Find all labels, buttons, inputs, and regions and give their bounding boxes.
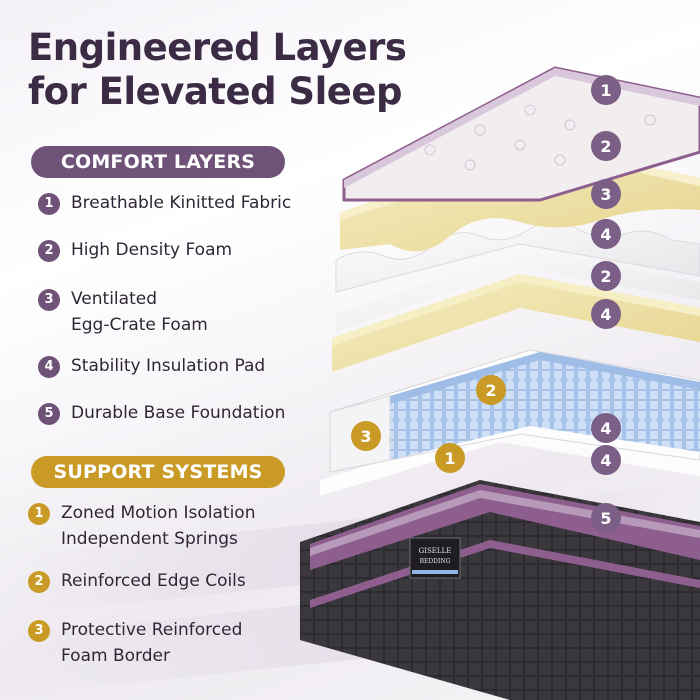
layer-number-label: 4 <box>600 419 611 438</box>
number-badge: 1 <box>28 503 50 525</box>
number-badge: 2 <box>38 240 60 262</box>
layer-number-marker <box>591 261 621 291</box>
page-title: Engineered Layers for Elevated Sleep <box>28 26 407 113</box>
number-badge: 2 <box>28 571 50 593</box>
support-item: 3 Protective Reinforced Foam Border <box>28 617 242 669</box>
layer-number-marker <box>435 443 465 473</box>
layer-number-label: 4 <box>600 451 611 470</box>
layer-number-label: 4 <box>600 225 611 244</box>
layer-number-label: 1 <box>600 81 611 100</box>
brand-text-top: GISELLE <box>419 547 452 555</box>
support-systems-heading: SUPPORT SYSTEMS <box>31 456 285 488</box>
layer-number-marker <box>591 299 621 329</box>
layer-number-marker <box>591 445 621 475</box>
number-badge: 3 <box>38 289 60 311</box>
comfort-item: 4 Stability Insulation Pad <box>38 353 265 379</box>
layer-number-label: 5 <box>600 509 611 528</box>
mattress-layers-illustration: GISELLE BEDDING 1 2 3 4 2 4 2 <box>300 66 700 700</box>
layer-number-label: 2 <box>600 267 611 286</box>
comfort-item: 5 Durable Base Foundation <box>38 400 285 426</box>
support-item: 1 Zoned Motion Isolation Independent Spr… <box>28 500 256 552</box>
comfort-item: 1 Breathable Kinitted Fabric <box>38 190 291 216</box>
layer-high-density-foam-lower <box>332 274 700 372</box>
layer-number-label: 2 <box>600 137 611 156</box>
number-badge: 4 <box>38 356 60 378</box>
layer-number-label: 4 <box>600 305 611 324</box>
layer-number-marker <box>476 375 506 405</box>
support-item: 2 Reinforced Edge Coils <box>28 568 246 594</box>
layer-number-label: 2 <box>485 381 496 400</box>
layer-number-label: 3 <box>600 185 611 204</box>
layer-number-marker <box>591 131 621 161</box>
layer-number-marker <box>591 503 621 533</box>
layer-number-label: 1 <box>444 449 455 468</box>
layer-number-marker <box>591 219 621 249</box>
comfort-item: 3 Ventilated Egg-Crate Foam <box>38 286 208 338</box>
layer-number-marker <box>591 179 621 209</box>
layer-number-marker <box>351 421 381 451</box>
brand-text-bottom: BEDDING <box>420 558 451 565</box>
comfort-item: 2 High Density Foam <box>38 237 232 263</box>
number-badge: 1 <box>38 193 60 215</box>
layer-number-marker <box>591 413 621 443</box>
layer-number-label: 3 <box>360 427 371 446</box>
comfort-layers-heading: COMFORT LAYERS <box>31 146 285 178</box>
number-badge: 3 <box>28 620 50 642</box>
number-badge: 5 <box>38 403 60 425</box>
layer-base-foundation: GISELLE BEDDING <box>300 480 700 700</box>
layer-number-marker <box>591 75 621 105</box>
